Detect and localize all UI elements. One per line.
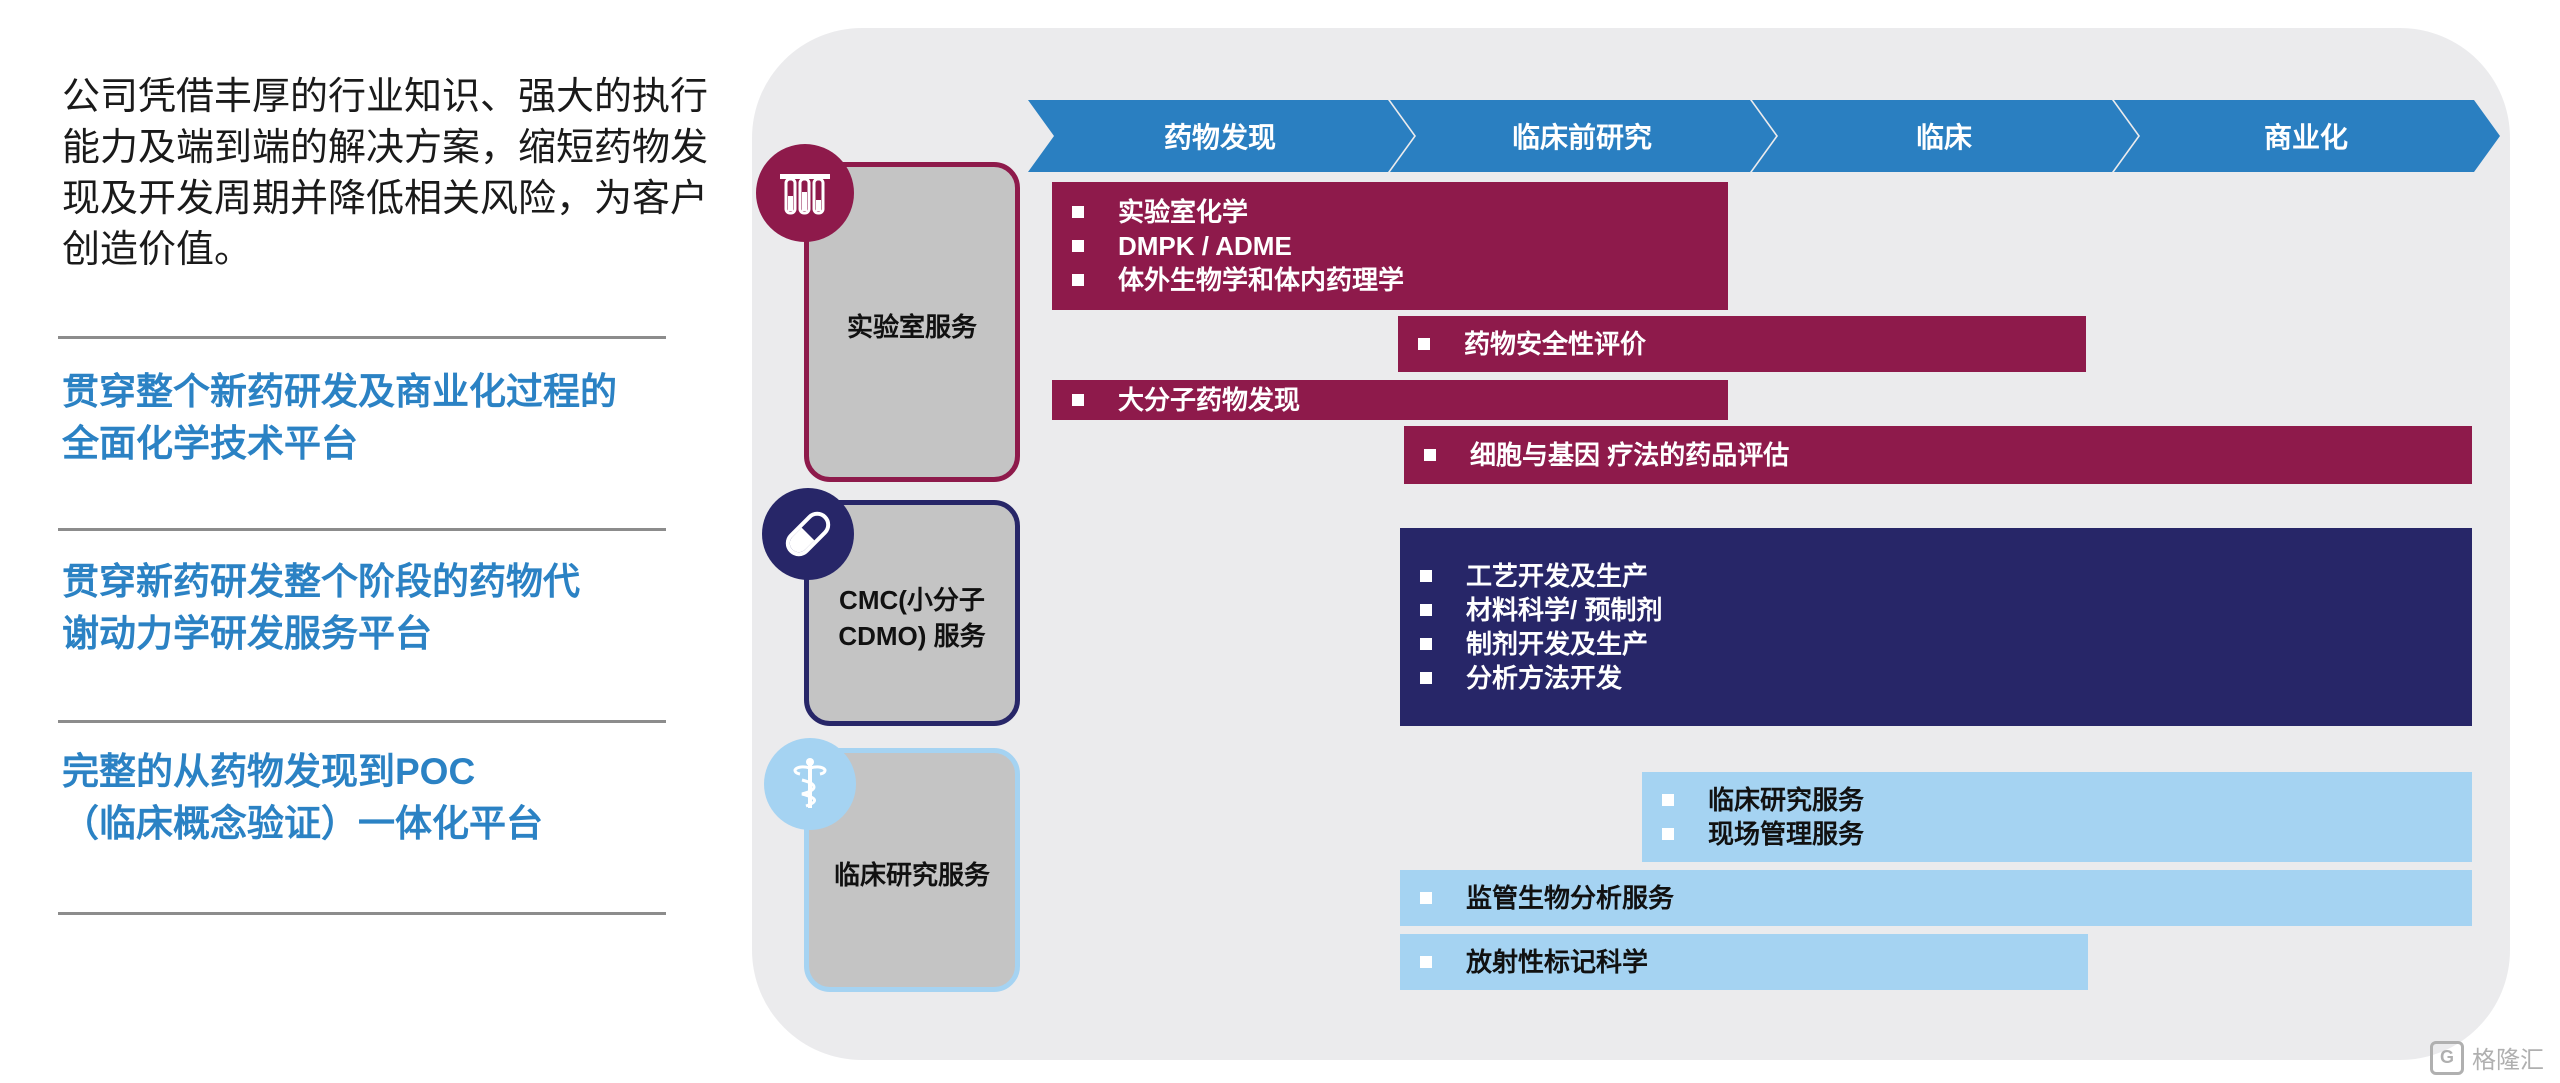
caduceus-icon: [764, 738, 856, 830]
feature-line: （临床概念验证）一体化平台: [62, 803, 543, 844]
bar-item: 制剂开发及生产: [1420, 627, 2452, 661]
phase-label: 商业化: [2263, 122, 2348, 153]
feature-line: 完整的从药物发现到POC: [62, 751, 476, 792]
feature-dmpk-platform: 贯穿新药研发整个阶段的药物代 谢动力学研发服务平台: [62, 556, 702, 660]
test-tubes-icon: [756, 144, 854, 242]
divider: [58, 720, 666, 723]
bar-item: 大分子药物发现: [1072, 383, 1708, 417]
divider: [58, 336, 666, 339]
feature-line: 贯穿新药研发整个阶段的药物代: [62, 561, 580, 602]
bar-lab-cell-gene: 细胞与基因 疗法的药品评估: [1404, 426, 2472, 484]
watermark: G 格隆汇: [2430, 1040, 2544, 1075]
category-label: CMC(小分子: [839, 585, 985, 615]
bar-clinical-radiolabel: 放射性标记科学: [1400, 934, 2088, 990]
bar-item: 工艺开发及生产: [1420, 559, 2452, 593]
phase-arrow-clinical: [1752, 100, 2138, 172]
divider: [58, 912, 666, 915]
feature-chemistry-platform: 贯穿整个新药研发及商业化过程的 全面化学技术平台: [62, 366, 702, 470]
bar-item: 放射性标记科学: [1420, 945, 2068, 979]
bar-cmc: 工艺开发及生产 材料科学/ 预制剂 制剂开发及生产 分析方法开发: [1400, 528, 2472, 726]
feature-line: 全面化学技术平台: [62, 423, 358, 464]
category-label: 实验室服务: [846, 312, 977, 342]
bar-item: 分析方法开发: [1420, 661, 2452, 695]
phase-label: 临床前研究: [1511, 122, 1652, 153]
bar-item: 材料科学/ 预制剂: [1420, 593, 2452, 627]
bar-clinical-bioanalysis: 监管生物分析服务: [1400, 870, 2472, 926]
bar-clinical-services: 临床研究服务 现场管理服务: [1642, 772, 2472, 862]
bar-lab-chemistry: 实验室化学 DMPK / ADME 体外生物学和体内药理学: [1052, 182, 1728, 310]
phase-label: 临床: [1915, 122, 1972, 153]
phase-label: 药物发现: [1163, 122, 1276, 153]
phase-arrow-discovery: [1028, 100, 1414, 172]
bar-item: 现场管理服务: [1662, 817, 2452, 851]
phase-arrow-commercial: [2114, 100, 2500, 172]
bar-item: DMPK / ADME: [1072, 229, 1708, 263]
intro-text: 公司凭借丰厚的行业知识、强大的执行能力及端到端的解决方案，缩短药物发现及开发周期…: [62, 76, 709, 271]
bar-item: 药物安全性评价: [1418, 327, 2066, 361]
feature-poc-platform: 完整的从药物发现到POC （临床概念验证）一体化平台: [62, 746, 702, 850]
bar-item: 体外生物学和体内药理学: [1072, 263, 1708, 297]
capsule-icon: [762, 488, 854, 580]
bar-item: 细胞与基因 疗法的药品评估: [1424, 438, 2452, 472]
category-label: 临床研究服务: [833, 860, 990, 890]
feature-line: 贯穿整个新药研发及商业化过程的: [62, 371, 617, 412]
phase-arrow-preclinical: [1390, 100, 1776, 172]
watermark-text: 格隆汇: [2472, 1047, 2544, 1074]
bar-item: 实验室化学: [1072, 195, 1708, 229]
feature-line: 谢动力学研发服务平台: [62, 613, 432, 654]
bar-lab-safety: 药物安全性评价: [1398, 316, 2086, 372]
category-label: CDMO) 服务: [838, 621, 986, 651]
bar-lab-biologics: 大分子药物发现: [1052, 380, 1728, 420]
watermark-g-icon: G: [2430, 1040, 2464, 1075]
bar-item: 监管生物分析服务: [1420, 881, 2452, 915]
divider: [58, 528, 666, 531]
bar-item: 临床研究服务: [1662, 783, 2452, 817]
